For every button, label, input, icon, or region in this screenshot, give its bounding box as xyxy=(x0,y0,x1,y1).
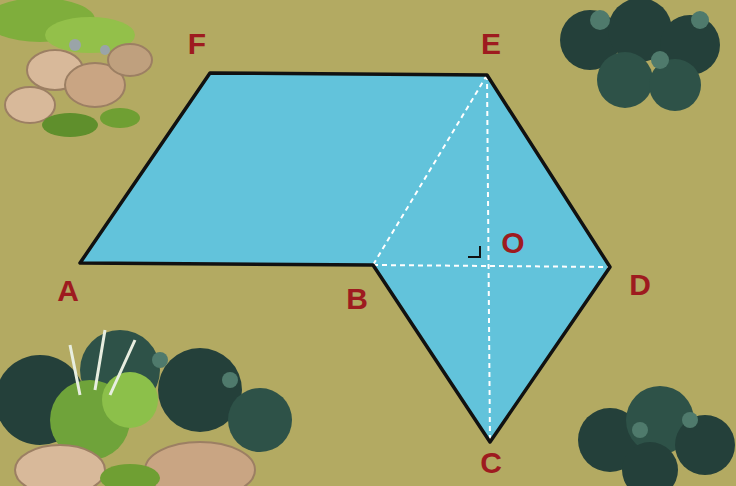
bush xyxy=(0,330,292,486)
point-label: O xyxy=(501,228,524,258)
point-label: A xyxy=(57,276,79,306)
bush xyxy=(560,0,720,111)
figure-outline xyxy=(80,73,610,442)
bush xyxy=(578,386,735,486)
point-label: D xyxy=(629,270,651,300)
parallelogram-rhombus-figure xyxy=(80,73,610,442)
rock-cluster xyxy=(0,0,152,137)
point-label: B xyxy=(346,284,368,314)
right-angle-mark xyxy=(468,246,480,257)
point-label: C xyxy=(480,448,502,478)
dashed-diagonals xyxy=(373,75,610,442)
point-label: F xyxy=(188,29,206,59)
point-label: E xyxy=(481,29,501,59)
